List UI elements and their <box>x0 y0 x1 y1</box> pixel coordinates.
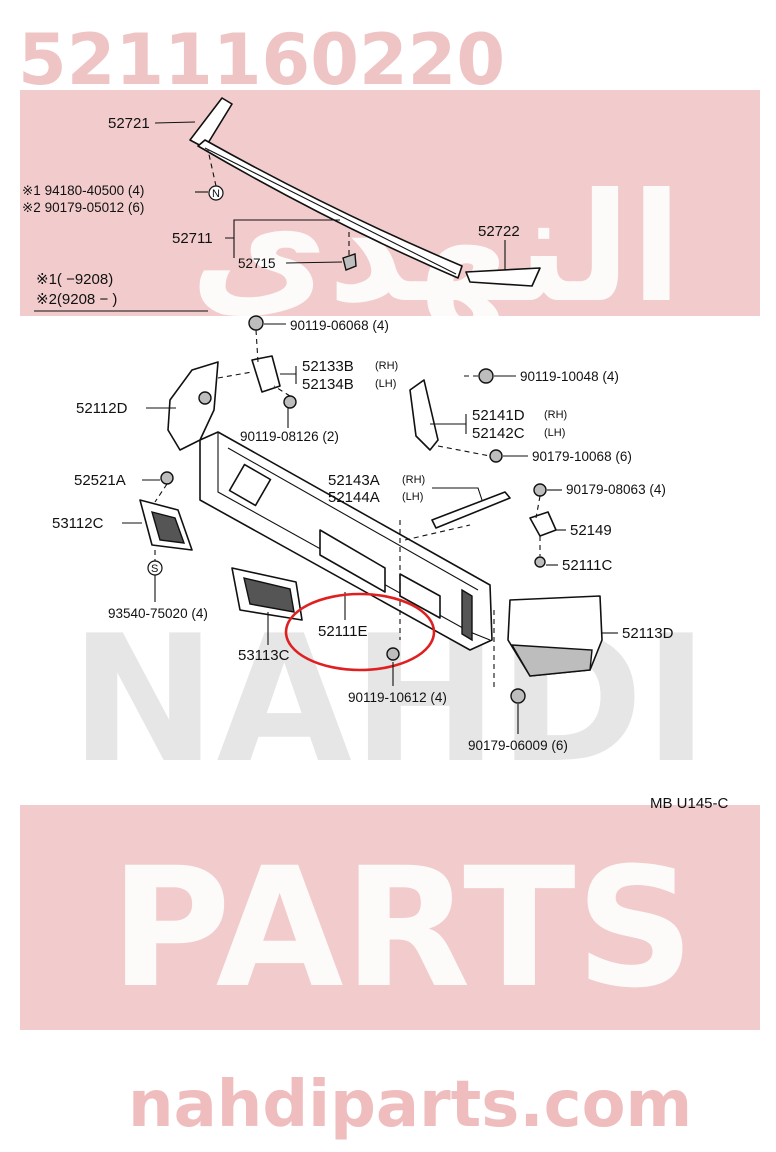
nut-52521A <box>160 471 174 485</box>
label-52711: 52711 <box>172 230 213 247</box>
label-52144A: 52144A <box>328 489 380 506</box>
label-52113D: 52113D <box>622 625 674 642</box>
watermark-band-top <box>20 90 760 316</box>
part-52133B-shape <box>251 355 281 393</box>
nut-90179-08063 <box>533 483 547 497</box>
bar-opening-right <box>399 573 441 619</box>
label-52133B: 52133B <box>302 358 354 375</box>
corner-bolt <box>198 391 212 405</box>
label-52111E: 52111E <box>318 623 368 640</box>
label-rh1: (RH) <box>375 360 398 372</box>
part-52722-shape <box>465 267 541 287</box>
label-52149: 52149 <box>570 522 612 539</box>
label-90119-10612: 90119-10612 (4) <box>348 690 447 705</box>
diagram-code: MB U145-C <box>650 795 729 812</box>
label-52143A: 52143A <box>328 472 380 489</box>
molding-assembly: N 52721 ※1 94180-40500 (4) ※2 90179-0501… <box>22 97 541 312</box>
part-52112D-shape <box>167 361 219 451</box>
part-52143A-stay <box>431 491 511 529</box>
label-52134B: 52134B <box>302 376 354 393</box>
nut-90179-10068 <box>489 449 503 463</box>
bar-top-edge <box>227 447 479 591</box>
molding-inner-line <box>204 147 457 275</box>
label-lh2: (LH) <box>544 427 565 439</box>
label-52521A: 52521A <box>74 472 126 489</box>
bar-end-rib <box>461 588 473 642</box>
dash-5 <box>437 445 491 457</box>
label-rh3: (RH) <box>402 474 425 486</box>
dash-10 <box>154 483 168 503</box>
watermark-part-number: 5211160220 <box>18 19 505 101</box>
dash-12 <box>404 524 471 541</box>
leader-52141D <box>430 414 467 434</box>
leader-52133B <box>280 366 297 384</box>
dash-3 <box>273 385 291 397</box>
label-53113C: 53113C <box>238 647 290 664</box>
n-dash <box>207 149 217 187</box>
leader-52715 <box>285 261 343 264</box>
watermark-parts: PARTS <box>110 832 695 1024</box>
bolt-52111C <box>534 556 546 568</box>
label-rh2: (RH) <box>544 409 567 421</box>
nut-90179-06009 <box>510 688 526 704</box>
label-93540-75020: 93540-75020 (4) <box>108 606 208 621</box>
label-90179-08063: 90179-08063 (4) <box>566 482 666 497</box>
watermark-arabic: النهدي <box>190 162 682 337</box>
label-90119-10048: 90119-10048 (4) <box>520 369 619 384</box>
label-52141D: 52141D <box>472 407 525 424</box>
label-52142C: 52142C <box>472 425 525 442</box>
bar-opening-center <box>319 529 386 593</box>
part-53112C-lens <box>150 511 186 544</box>
label-90179-10068: 90179-10068 (6) <box>532 449 632 464</box>
bolt-90119-10612 <box>386 647 400 661</box>
label-lh1: (LH) <box>375 378 396 390</box>
label-90119-08126: 90119-08126 (2) <box>240 429 339 444</box>
mark-s: S <box>151 563 158 575</box>
watermark-band-bottom <box>20 805 760 1030</box>
note-n1: ※1 94180-40500 (4) <box>22 183 144 198</box>
label-53112C: 53112C <box>52 515 104 532</box>
note-range1: ※1( −9208) <box>36 271 113 288</box>
label-90179-06009: 90179-06009 (6) <box>468 738 568 753</box>
part-53113C-lens <box>243 577 295 613</box>
bolt-90119-06068 <box>248 315 264 331</box>
bolt-90119-10048 <box>478 368 494 384</box>
bar-opening-left <box>228 463 272 507</box>
part-52113D-lower <box>510 644 593 677</box>
bolt-90119-08126 <box>283 395 297 409</box>
leader-52721 <box>154 121 196 124</box>
dash-7 <box>535 495 541 519</box>
label-90119-06068: 90119-06068 (4) <box>290 318 389 333</box>
part-52715-clip <box>342 253 357 271</box>
part-52149-shape <box>529 511 557 537</box>
highlight-52111E <box>284 592 436 672</box>
label-52112D: 52112D <box>76 400 128 417</box>
leader-52143A <box>432 487 483 501</box>
label-52721: 52721 <box>108 115 150 132</box>
watermark-site: nahdiparts.com <box>128 1068 692 1142</box>
mark-n: N <box>212 188 220 200</box>
bumper-assembly: S 90119-06068 (4) 52133B (RH) 52134B (LH… <box>52 315 729 812</box>
label-52715: 52715 <box>238 256 276 271</box>
label-52111C: 52111C <box>562 557 612 574</box>
label-52722: 52722 <box>478 223 520 240</box>
note-range2: ※2(9208 − ) <box>36 291 117 308</box>
label-lh3: (LH) <box>402 491 423 503</box>
part-52141D-shape <box>409 379 439 451</box>
note-n2: ※2 90179-05012 (6) <box>22 200 144 215</box>
leader-52711 <box>225 219 340 258</box>
dash-2 <box>217 371 253 379</box>
